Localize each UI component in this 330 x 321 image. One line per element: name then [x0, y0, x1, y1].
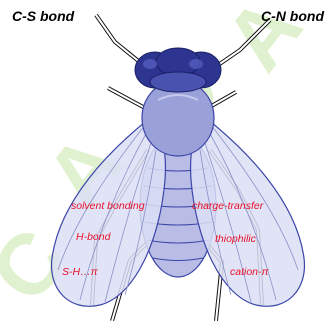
right-wing-label: charge-transfer [192, 200, 263, 212]
head [135, 48, 221, 92]
right-wing-label: thiophilic [215, 233, 256, 245]
right-wing-label: cation-π [230, 266, 269, 278]
right-wing [191, 118, 305, 306]
cn-bond-label: C-N bond [261, 8, 324, 24]
left-wing-label: S-H…π [62, 266, 98, 278]
left-wing-label: H-bond [76, 231, 110, 243]
left-wing-label: solvent bonding [71, 200, 145, 212]
cs-bond-label: C-S bond [12, 8, 74, 24]
